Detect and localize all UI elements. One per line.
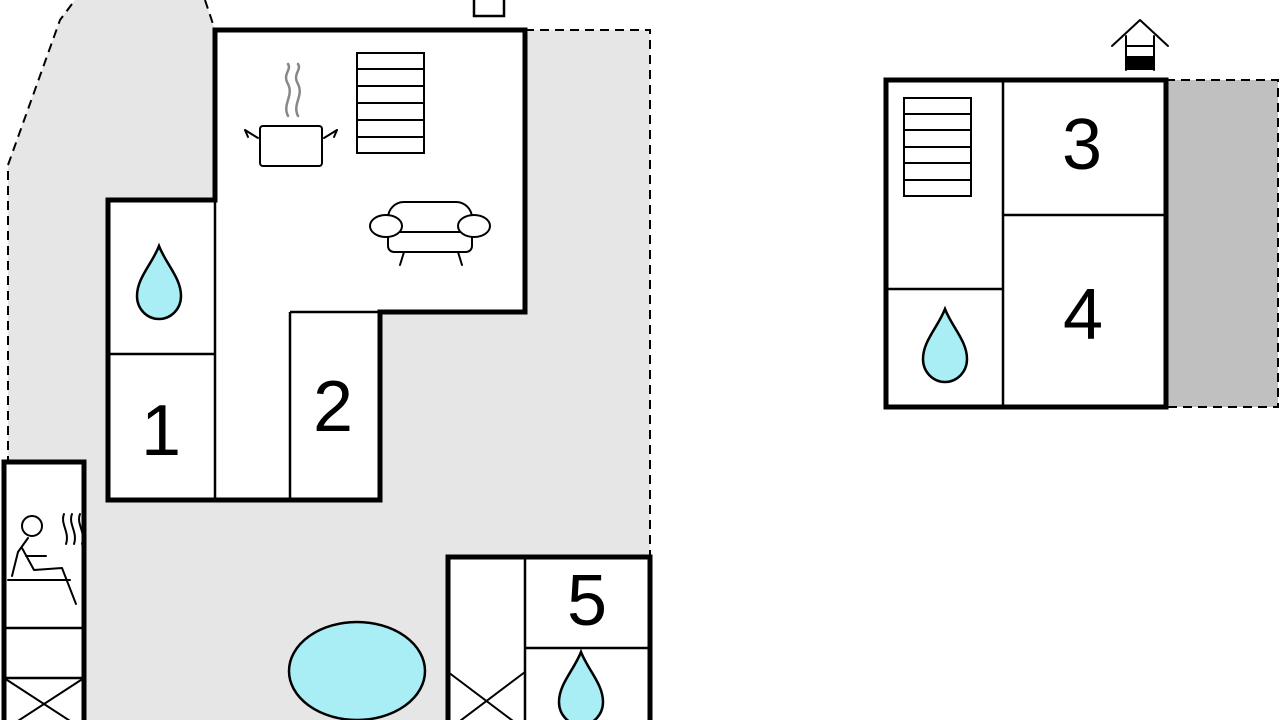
room-number-1: 1 <box>141 391 181 471</box>
garden-area <box>7 0 651 720</box>
water-drop-icon <box>557 648 605 720</box>
sofa-icon <box>369 201 491 266</box>
room-number-5: 5 <box>567 561 607 641</box>
water-drop-icon <box>135 242 183 321</box>
mailbox-icon <box>472 0 506 18</box>
room-number-2: 2 <box>313 367 353 447</box>
sauna-icon <box>7 513 84 605</box>
cooking-pot-icon <box>244 62 338 167</box>
room-number-3: 3 <box>1062 105 1102 185</box>
terrace-area <box>1166 79 1279 408</box>
well-icon <box>1111 19 1169 71</box>
building-5 <box>445 554 653 720</box>
pool-icon <box>287 620 427 720</box>
staircase-icon <box>356 52 425 154</box>
water-drop-icon <box>921 305 969 384</box>
room-number-4: 4 <box>1063 275 1103 355</box>
staircase-icon <box>903 97 972 197</box>
